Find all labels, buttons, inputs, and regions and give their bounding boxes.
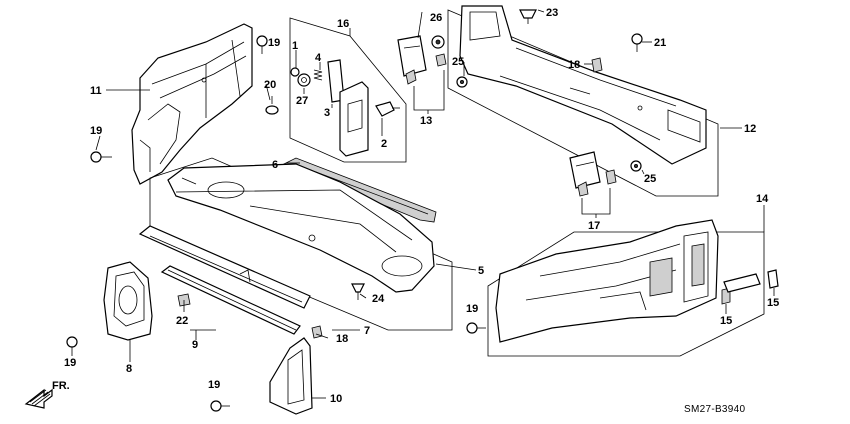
callout-14: 14 [756,193,769,205]
callout-17: 17 [588,220,600,232]
callout-22: 22 [176,315,188,327]
part-17-bracket [569,151,617,218]
callout-19-d: 19 [208,379,220,391]
callout-19-e: 19 [466,303,478,315]
callout-24: 24 [372,293,385,305]
callout-21: 21 [654,37,666,49]
clip-24 [351,283,365,300]
clip-20 [265,96,279,115]
clip-23 [519,9,537,24]
clip-18-a [591,57,603,73]
callout-11: 11 [90,85,102,97]
clip-18-b [311,325,323,339]
nut-25-a [456,76,468,88]
callout-27: 27 [296,95,308,107]
callout-4: 4 [315,52,322,64]
callout-16: 16 [337,18,349,30]
callout-7: 7 [364,325,370,337]
front-direction-arrow-icon: FR. [24,380,70,409]
part-5-rear-shelf [149,157,453,331]
direction-label: FR. [52,380,70,392]
callout-25-b: 25 [644,173,656,185]
callout-18-b: 18 [336,333,348,345]
callout-20: 20 [264,79,276,91]
part-8-pillar-trim [103,261,153,341]
clip-19-b [90,151,112,163]
callout-19-b: 19 [90,125,102,137]
callout-8: 8 [126,363,132,375]
callout-2: 2 [381,138,387,150]
part-15-b [767,269,779,289]
callout-18-a: 18 [568,59,580,71]
leader-lines [95,9,775,399]
callout-23: 23 [546,7,558,19]
callout-5: 5 [478,265,484,277]
clip-19-d [210,400,230,412]
clip-21 [631,33,643,52]
callout-13: 13 [420,115,432,127]
callout-1: 1 [292,40,298,52]
callout-9: 9 [192,339,198,351]
clip-19-c [66,336,78,356]
part-12-rear-panel [447,5,719,197]
callout-3: 3 [324,107,330,119]
callout-26: 26 [430,12,442,24]
nut-26 [431,35,445,49]
part-10-lower-trim [269,337,313,415]
part-14-side-lining [487,219,765,357]
clip-19-e [466,322,486,334]
callout-labels: 1 2 3 4 5 6 7 8 9 10 11 12 13 14 15 15 1… [64,7,779,405]
box-16 [289,17,407,163]
part-9-strip [138,225,311,335]
part-11-side-trim [131,23,253,185]
diagram-code: SM27-B3940 [684,404,746,415]
callout-15-a: 15 [720,315,732,327]
clip-19-a [256,35,268,54]
callout-19-c: 19 [64,357,76,369]
callout-15-b: 15 [767,297,779,309]
callout-6: 6 [272,159,278,171]
callout-25-a: 25 [452,56,464,68]
part-13-bracket [397,35,447,114]
callout-12: 12 [744,123,756,135]
callout-19-a: 19 [268,37,280,49]
nut-25-b [630,160,642,172]
reflector-strip [723,273,761,293]
callout-10: 10 [330,393,342,405]
